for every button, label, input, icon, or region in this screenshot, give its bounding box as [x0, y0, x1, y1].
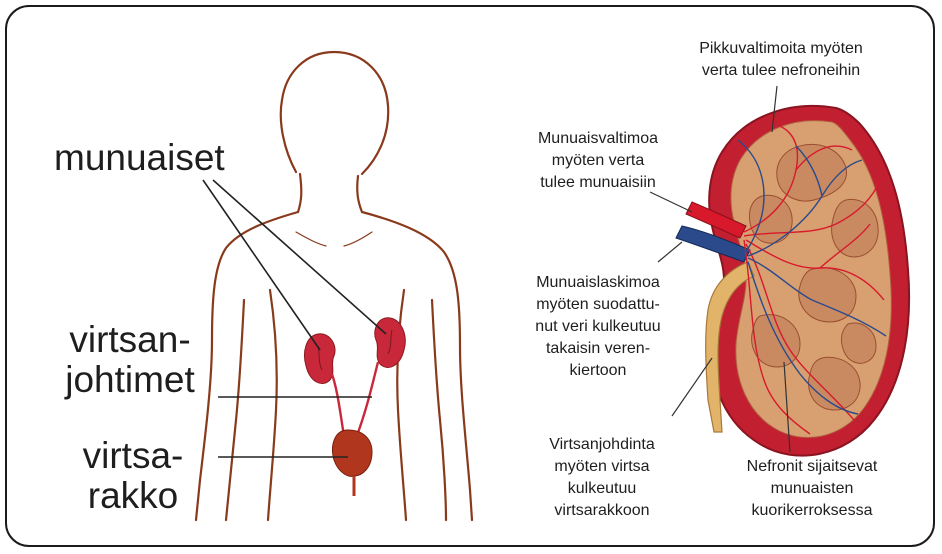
label-nephrons-line-3: kuorikerroksessa [720, 500, 904, 522]
body-kidney-left [305, 334, 336, 384]
label-ureters-line-1: virtsan- [60, 320, 200, 360]
left-leader-lines [203, 180, 386, 457]
label-bladder: virtsa- rakko [68, 436, 198, 516]
label-renal-artery-line-2: myöten verta [518, 150, 678, 172]
label-nephrons-line-2: munuaisten [720, 478, 904, 500]
label-renal-artery-line-1: Munuaisvaltimoa [518, 128, 678, 150]
label-nephrons-line-1: Nefronit sijaitsevat [720, 456, 904, 478]
label-ureter-line-3: kulkeutuu [522, 478, 682, 500]
label-nephrons: Nefronit sijaitsevat munuaisten kuoriker… [720, 456, 904, 522]
label-renal-vein-line-5: kiertoon [510, 360, 686, 382]
label-renal-artery-line-3: tulee munuaisiin [518, 172, 678, 194]
label-renal-vein-line-3: nut veri kulkeutuu [510, 316, 686, 338]
label-capillaries: Pikkuvaltimoita myöten verta tulee nefro… [676, 38, 886, 82]
label-renal-vein-line-1: Munuaislaskimoa [510, 272, 686, 294]
label-ureters: virtsan- johtimet [60, 320, 200, 400]
label-ureter-line-1: Virtsanjohdinta [522, 434, 682, 456]
label-ureter-line-4: virtsarakkoon [522, 500, 682, 522]
label-capillaries-line-2: verta tulee nefroneihin [676, 60, 886, 82]
label-ureter: Virtsanjohdinta myöten virtsa kulkeutuu … [522, 434, 682, 522]
label-capillaries-line-1: Pikkuvaltimoita myöten [676, 38, 886, 60]
label-kidneys: munuaiset [54, 138, 225, 178]
body-ureters [332, 362, 378, 438]
label-ureter-line-2: myöten virtsa [522, 456, 682, 478]
label-renal-vein-line-2: myöten suodattu- [510, 294, 686, 316]
body-kidney-right [375, 318, 405, 368]
label-renal-artery: Munuaisvaltimoa myöten verta tulee munua… [518, 128, 678, 194]
label-renal-vein-line-4: takaisin veren- [510, 338, 686, 360]
body-bladder [333, 430, 372, 496]
kidney-cross-section [676, 106, 909, 456]
label-ureters-line-2: johtimet [60, 360, 200, 400]
label-renal-vein: Munuaislaskimoa myöten suodattu- nut ver… [510, 272, 686, 382]
label-bladder-line-1: virtsa- [68, 436, 198, 476]
label-bladder-line-2: rakko [68, 476, 198, 516]
